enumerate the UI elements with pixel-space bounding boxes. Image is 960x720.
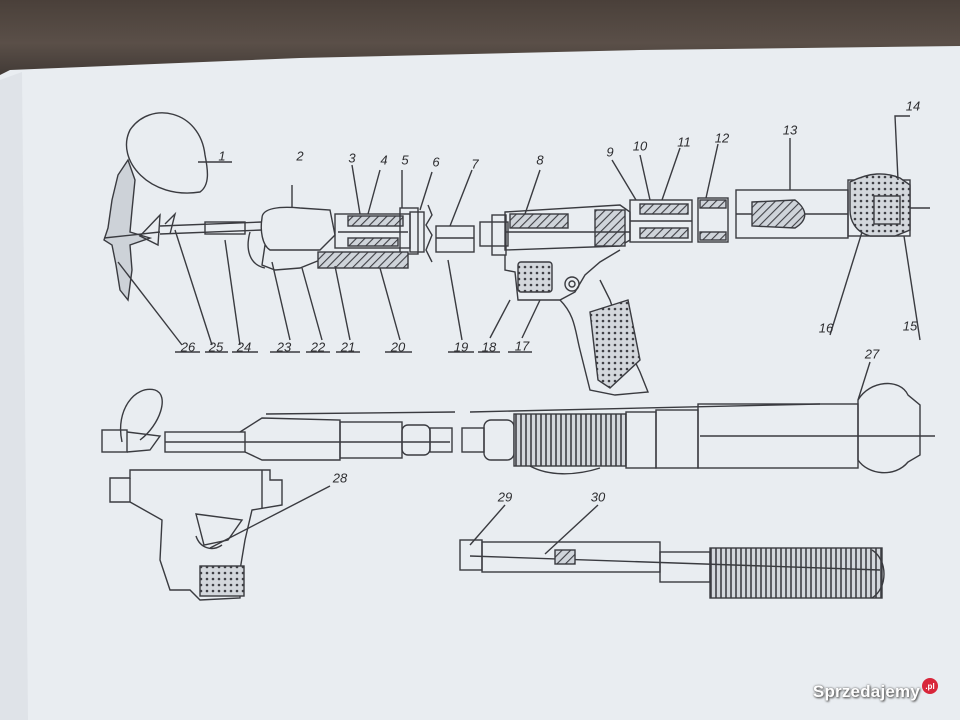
callout-10: 10 [632, 138, 648, 154]
callout-20: 20 [390, 339, 406, 355]
callout-9: 9 [606, 144, 614, 160]
callout-19: 19 [453, 339, 469, 355]
callout-30: 30 [590, 489, 606, 505]
callout-3: 3 [348, 150, 356, 166]
callout-1: 1 [218, 148, 226, 164]
callout-11: 11 [677, 134, 691, 150]
callout-25: 25 [208, 339, 224, 355]
callout-28: 28 [332, 470, 348, 486]
callout-2: 2 [296, 148, 304, 164]
callout-21: 21 [340, 339, 356, 355]
callout-7: 7 [471, 156, 479, 172]
harpoon-tip [103, 158, 153, 302]
callout-17: 17 [514, 338, 530, 354]
callout-5: 5 [401, 152, 409, 168]
callout-26: 26 [180, 339, 196, 355]
callout-8: 8 [536, 152, 544, 168]
callout-22: 22 [310, 339, 326, 355]
callout-14: 14 [905, 98, 921, 114]
callout-13: 13 [782, 122, 798, 138]
line-loop [125, 112, 209, 194]
middle-line-loop [119, 388, 163, 443]
pistol-grip [559, 279, 649, 396]
watermark-badge: .pl [922, 678, 938, 694]
callout-12: 12 [714, 130, 730, 146]
callout-4: 4 [380, 152, 388, 168]
callout-18: 18 [481, 339, 497, 355]
callout-6: 6 [432, 154, 440, 170]
watermark-text: Sprzedajemy [812, 682, 920, 701]
callout-27: 27 [864, 346, 880, 362]
callout-23: 23 [276, 339, 292, 355]
callout-24: 24 [236, 339, 252, 355]
callout-15: 15 [902, 318, 918, 334]
callout-29: 29 [497, 489, 513, 505]
site-watermark: Sprzedajemy .pl [812, 678, 938, 702]
middle-muzzle [857, 382, 921, 474]
paper-sheet [0, 46, 960, 720]
paper-left-fold [0, 72, 28, 720]
callout-16: 16 [818, 320, 834, 336]
